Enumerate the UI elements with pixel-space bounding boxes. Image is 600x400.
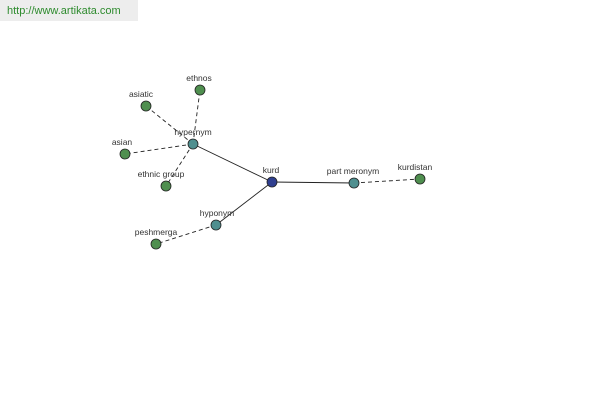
node-ethnic-group[interactable]: ethnic group bbox=[138, 169, 185, 192]
node-layer: kurd hypernym hyponym part meronym ethnos asi… bbox=[112, 73, 433, 250]
node-circle-asiatic[interactable] bbox=[140, 100, 152, 112]
node-circle-hypernym[interactable] bbox=[187, 138, 199, 150]
node-circle-ethnos[interactable] bbox=[194, 84, 206, 96]
node-peshmerga[interactable]: peshmerga bbox=[135, 227, 178, 250]
node-label-hyponym: hyponym bbox=[200, 208, 235, 218]
node-circle-hyponym[interactable] bbox=[210, 219, 222, 231]
node-ethnos[interactable]: ethnos bbox=[186, 73, 212, 96]
site-url-link[interactable]: http://www.artikata.com bbox=[7, 5, 121, 17]
edge-kurd-part-meronym bbox=[271, 181, 355, 184]
node-kurdistan[interactable]: kurdistan bbox=[398, 162, 433, 185]
edge-part-meronym-kurdistan bbox=[353, 178, 421, 184]
edge-hypernym-ethnic-group bbox=[165, 143, 194, 187]
node-label-part-meronym: part meronym bbox=[327, 166, 379, 176]
edge-hypernym-asian bbox=[124, 143, 194, 155]
node-label-kurdistan: kurdistan bbox=[398, 162, 433, 172]
node-kurd[interactable]: kurd bbox=[263, 165, 280, 188]
node-asian[interactable]: asian bbox=[112, 137, 133, 160]
node-label-asian: asian bbox=[112, 137, 133, 147]
node-label-ethnos: ethnos bbox=[186, 73, 212, 83]
node-label-kurd: kurd bbox=[263, 165, 280, 175]
node-circle-kurdistan[interactable] bbox=[414, 173, 426, 185]
node-label-hypernym: hypernym bbox=[174, 127, 211, 137]
node-part-meronym[interactable]: part meronym bbox=[327, 166, 379, 189]
edge-kurd-hypernym bbox=[192, 143, 273, 183]
node-circle-part-meronym[interactable] bbox=[348, 177, 360, 189]
url-bar: http://www.artikata.com bbox=[0, 0, 138, 21]
edge-hypernym-ethnos bbox=[192, 89, 201, 145]
node-circle-asian[interactable] bbox=[119, 148, 131, 160]
node-label-asiatic: asiatic bbox=[129, 89, 154, 99]
node-label-ethnic-group: ethnic group bbox=[138, 169, 185, 179]
edge-layer bbox=[124, 89, 421, 245]
node-circle-peshmerga[interactable] bbox=[150, 238, 162, 250]
node-label-peshmerga: peshmerga bbox=[135, 227, 178, 237]
node-circle-kurd[interactable] bbox=[266, 176, 278, 188]
node-asiatic[interactable]: asiatic bbox=[129, 89, 154, 112]
node-circle-ethnic-group[interactable] bbox=[160, 180, 172, 192]
node-hypernym[interactable]: hypernym bbox=[174, 127, 212, 150]
edge-hyponym-peshmerga bbox=[155, 224, 217, 245]
node-hyponym[interactable]: hyponym bbox=[200, 208, 235, 231]
edge-kurd-hyponym bbox=[215, 181, 273, 226]
edge-hypernym-asiatic bbox=[145, 105, 194, 145]
